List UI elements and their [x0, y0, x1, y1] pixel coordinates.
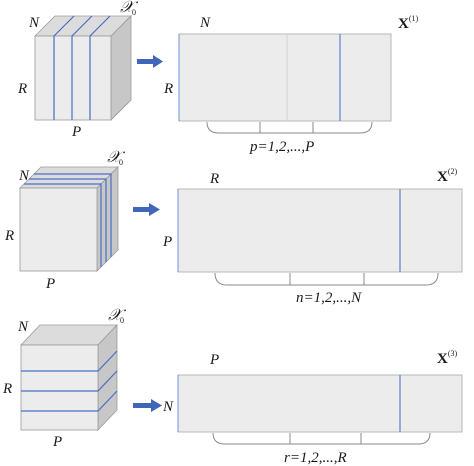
matrix-1-row-label: R	[163, 81, 173, 97]
panel-mode-3: N R P 𝒳 0 P N X(3) r=1,2,...,R	[2, 307, 463, 466]
matrix-3-title: X(3)	[437, 349, 458, 367]
tensor-3-dim-top: N	[17, 319, 29, 335]
matrix-1-title: X(1)	[398, 14, 419, 32]
tensor-1-dim-bottom: P	[71, 124, 81, 140]
matrix-3-col-label: P	[209, 352, 219, 368]
tensor-2-slices	[24, 173, 112, 267]
matrix-2-col-label: R	[209, 171, 219, 187]
brace-2-text: n=1,2,...,N	[296, 290, 362, 306]
tensor-3-symbol: 𝒳	[108, 307, 127, 324]
matrix-1	[178, 33, 392, 122]
arrow-2	[133, 203, 160, 216]
tensor-cube-2	[19, 166, 119, 272]
panel-mode-1: N R P 𝒳 0 N R X(1) p=1,2,...,P	[17, 0, 419, 155]
tensor-1-dim-left: R	[17, 81, 27, 97]
tensor-3-slices	[21, 350, 118, 412]
tensor-1-subscript: 0	[132, 8, 136, 17]
tensor-2-dim-bottom: P	[45, 276, 55, 292]
tensor-1-slices	[53, 15, 111, 120]
brace-3-text: r=1,2,...,R	[284, 450, 347, 466]
brace-3	[212, 432, 431, 445]
tensor-1-dim-top: N	[28, 15, 40, 31]
arrow-3	[133, 399, 162, 412]
matrix-2-row-label: P	[162, 234, 172, 250]
brace-2	[214, 272, 439, 286]
tensor-2-symbol: 𝒳	[107, 149, 126, 166]
panel-mode-2: N R P 𝒳 0 R P X(2) n=1,2,...,N	[4, 149, 463, 306]
tensor-3-dim-bottom: P	[52, 434, 62, 450]
tensor-2-dim-top: N	[18, 168, 30, 184]
tensor-3-dim-left: R	[2, 381, 12, 397]
matrix-1-col-label: N	[199, 15, 211, 31]
matrix-3	[177, 374, 463, 433]
arrow-1	[137, 55, 163, 68]
brace-1	[206, 121, 373, 134]
tensor-1-symbol: 𝒳	[120, 0, 139, 16]
brace-1-text: p=1,2,...,P	[249, 139, 314, 155]
tensor-cube-1	[34, 15, 132, 121]
tensor-2-dim-left: R	[4, 228, 14, 244]
matrix-2	[177, 188, 463, 273]
tensor-2-subscript: 0	[119, 158, 123, 167]
tensor-3-subscript: 0	[120, 316, 124, 325]
matrix-2-title: X(2)	[437, 167, 458, 185]
tensor-cube-3	[20, 323, 118, 432]
matrix-3-row-label: N	[162, 399, 174, 415]
